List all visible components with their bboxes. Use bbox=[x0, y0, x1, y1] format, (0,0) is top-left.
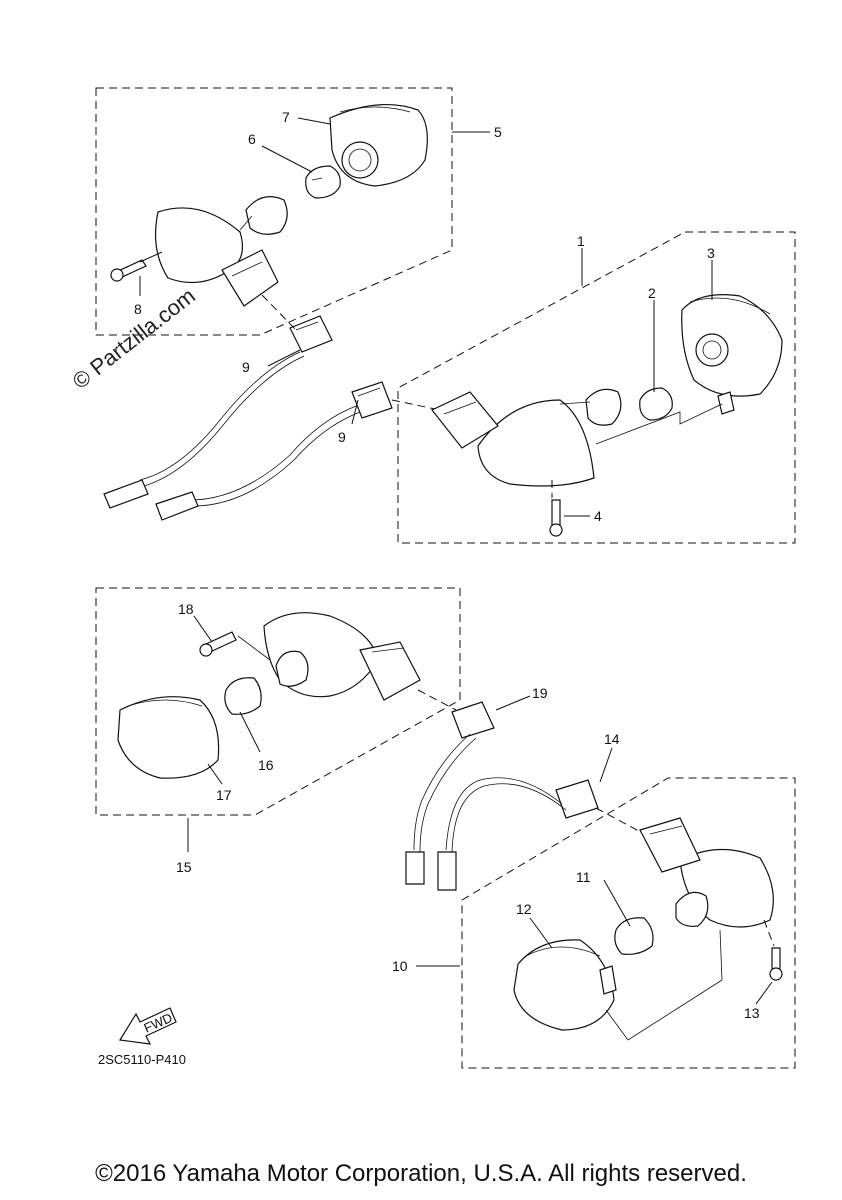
callout-15: 15 bbox=[176, 859, 192, 875]
callout-13: 13 bbox=[744, 1005, 760, 1021]
terminal-left-a bbox=[103, 479, 149, 509]
assembly-box-10 bbox=[461, 777, 796, 1069]
fwd-arrow-icon: FWD bbox=[119, 1007, 177, 1045]
screw-4 bbox=[549, 499, 563, 537]
bulb-2 bbox=[639, 387, 673, 421]
callout-7: 7 bbox=[282, 109, 290, 125]
callout-2: 2 bbox=[648, 285, 656, 301]
copyright-notice: ©2016 Yamaha Motor Corporation, U.S.A. A… bbox=[95, 1160, 747, 1187]
connector-14 bbox=[555, 779, 599, 819]
lens-3 bbox=[681, 294, 783, 415]
lens-17 bbox=[117, 696, 220, 779]
callout-19: 19 bbox=[532, 685, 548, 701]
part-code: 2SC5110-P410 bbox=[98, 1052, 186, 1067]
assembly-box-15 bbox=[95, 587, 461, 816]
callout-16: 16 bbox=[258, 757, 274, 773]
callout-17: 17 bbox=[216, 787, 232, 803]
callout-6: 6 bbox=[248, 131, 256, 147]
bulb-6 bbox=[305, 165, 341, 199]
terminal-lower-a bbox=[405, 851, 425, 885]
housing-10 bbox=[639, 817, 774, 928]
callout-14: 14 bbox=[604, 731, 620, 747]
lens-7 bbox=[329, 103, 428, 187]
screw-8 bbox=[110, 259, 147, 282]
callout-10: 10 bbox=[392, 958, 408, 974]
bulb-11 bbox=[614, 917, 654, 955]
housing-1 bbox=[431, 388, 622, 487]
watermark: © Partzilla.com bbox=[68, 283, 200, 394]
callout-11: 11 bbox=[576, 869, 591, 885]
screw-18 bbox=[199, 631, 237, 657]
callout-9-lower: 9 bbox=[338, 429, 346, 445]
callout-5: 5 bbox=[494, 124, 502, 140]
callout-3: 3 bbox=[707, 245, 715, 261]
housing-15 bbox=[263, 612, 421, 701]
bulb-16 bbox=[224, 677, 262, 715]
lens-12 bbox=[513, 939, 617, 1031]
callout-9-upper: 9 bbox=[242, 359, 250, 375]
terminal-lower-b bbox=[437, 851, 457, 891]
callout-1: 1 bbox=[577, 233, 585, 249]
callout-18: 18 bbox=[178, 601, 194, 617]
connector-19 bbox=[451, 701, 495, 739]
connector-9-lower bbox=[351, 381, 393, 419]
connector-9-upper bbox=[289, 315, 333, 353]
callout-8: 8 bbox=[134, 301, 142, 317]
housing-5 bbox=[154, 196, 288, 307]
fwd-label: FWD bbox=[141, 1010, 174, 1036]
callout-12: 12 bbox=[516, 901, 532, 917]
assembly-box-1 bbox=[397, 231, 796, 544]
callout-4: 4 bbox=[594, 508, 602, 524]
screw-13 bbox=[769, 947, 783, 981]
terminal-left-b bbox=[155, 491, 199, 521]
